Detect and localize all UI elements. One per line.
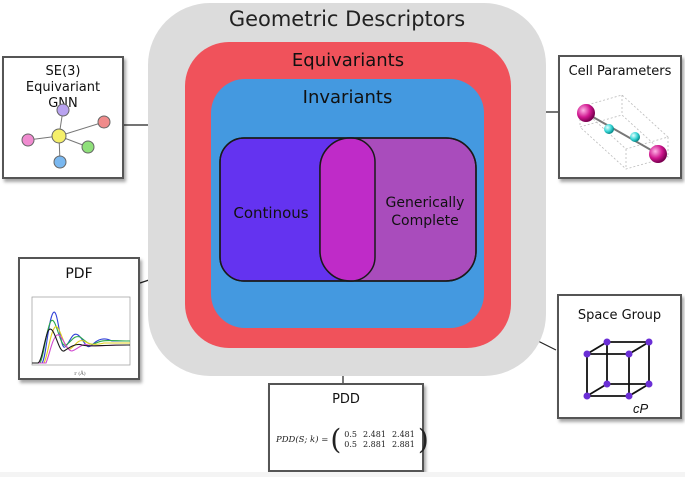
pdd-title: PDD: [332, 392, 360, 407]
matrix-cell: 2.881: [363, 440, 386, 449]
atom-small-2: [630, 132, 640, 142]
overlap-region: [320, 138, 375, 281]
pdf-title: PDF: [65, 266, 93, 282]
bottom-strip: [0, 472, 685, 477]
invariants-title: Invariants: [302, 87, 393, 108]
node-left: [21, 133, 35, 147]
cubic-lattice-icon: [583, 338, 653, 400]
equivariants-title: Equivariants: [291, 50, 405, 71]
pdd-formula: PDD(S; k) = ( 0.5 2.481 2.481 0.5 2.881 …: [276, 423, 429, 456]
matrix-cell: 2.481: [391, 430, 415, 439]
space-group-card: Space Group cP: [557, 294, 682, 419]
pdf-card: PDF r (Å): [18, 257, 140, 380]
space-group-title: Space Group: [577, 308, 662, 323]
node-center: [51, 128, 67, 144]
node-bottom: [53, 155, 67, 169]
atom-large-1: [577, 104, 595, 122]
se3-gnn-card: SE(3) Equivariant GNN: [2, 56, 124, 179]
atom-large-2: [649, 145, 667, 163]
svg-text:r (Å): r (Å): [74, 369, 86, 377]
pdd-formula-lhs: PDD(S; k) =: [276, 435, 329, 445]
lattice-type-label: cP: [633, 401, 649, 416]
se3-gnn-title: SE(3) Equivariant GNN: [25, 64, 101, 111]
matrix-cell: 2.481: [363, 430, 386, 439]
geometric-descriptors-title: Geometric Descriptors: [228, 7, 466, 31]
pdd-card: PDD PDD(S; k) = ( 0.5 2.481 2.481 0.5 2.…: [268, 383, 429, 472]
pdd-matrix: 0.5 2.481 2.481 0.5 2.881 2.881: [341, 430, 418, 450]
node-lower-right: [81, 140, 95, 154]
atom-small-1: [604, 124, 614, 134]
node-top: [56, 103, 70, 117]
cell-parameters-title: Cell Parameters: [568, 64, 672, 79]
matrix-cell: 0.5: [344, 440, 358, 449]
cell-parameters-card: Cell Parameters: [558, 55, 682, 179]
node-right: [97, 115, 111, 129]
graph-network-icon: [21, 103, 111, 169]
continuous-label: Continous: [233, 204, 309, 222]
matrix-cell: 0.5: [344, 430, 358, 439]
pdf-plot-thumbnail: r (Å): [31, 296, 131, 377]
unit-cell-icon: [577, 94, 669, 170]
generically-complete-label: Generically Complete: [385, 195, 465, 229]
matrix-cell: 2.881: [391, 440, 415, 449]
